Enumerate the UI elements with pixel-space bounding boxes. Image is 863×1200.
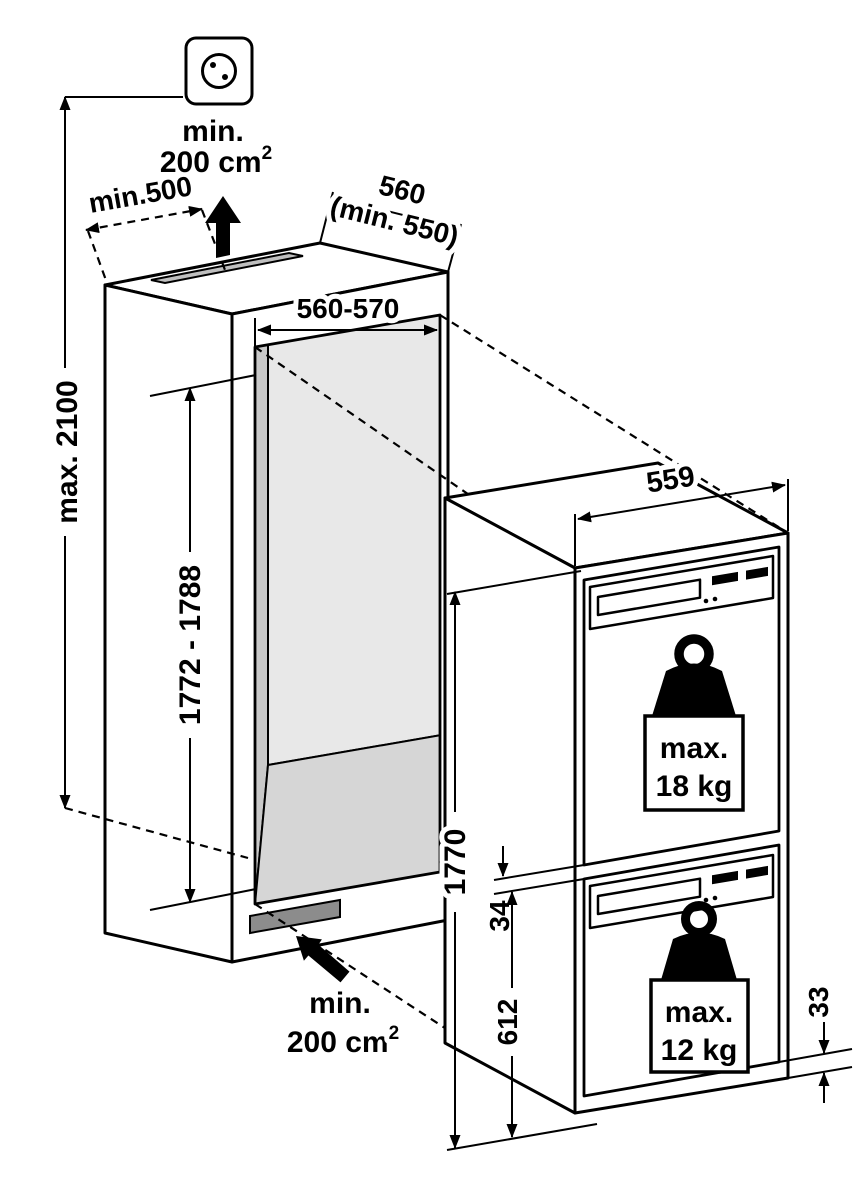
niche: [103, 196, 450, 964]
socket-icon: [201, 53, 237, 89]
base-vent-slot: [249, 898, 341, 935]
lower-handle-grip: [596, 877, 702, 916]
upper-vent-slot-icon: [712, 571, 738, 586]
weight-icon: [652, 663, 736, 716]
dimension-ceiling-height: max. 2100: [46, 96, 183, 809]
power-socket: [184, 36, 254, 106]
bottom-vent-area-value: 200 cm: [287, 1026, 389, 1059]
upper-door-handle-strip: [588, 554, 775, 631]
dimension-niche-width: 560-570: [254, 288, 441, 347]
upper-load-prefix: max.: [660, 732, 728, 765]
top-vent-slot: [150, 251, 304, 285]
dimension-niche-height: 1772 - 1788: [149, 374, 257, 911]
appliance-height-label: 1770: [439, 829, 472, 896]
upper-vent-slot-icon: [746, 566, 768, 580]
niche-left-face: [103, 283, 234, 964]
base-gap-label: 33: [803, 986, 834, 1017]
lower-load-value: 12 kg: [661, 1034, 738, 1067]
upper-dot-icon: [712, 596, 718, 602]
lower-dot-icon: [703, 897, 709, 903]
dimension-appliance-height: 1770: [434, 570, 598, 1151]
upper-handle-grip: [596, 578, 702, 617]
lower-door-handle-strip: [588, 853, 775, 930]
socket-pin-hole: [222, 74, 228, 80]
upper-door: [582, 545, 781, 867]
top-vent-area-value: 200 cm: [160, 146, 262, 179]
top-vent-area-exponent: 2: [262, 143, 273, 164]
lower-section-label: 612: [492, 999, 523, 1046]
bottom-vent-label: min. 200 cm2: [282, 936, 404, 1064]
bottom-vent-min: min.: [309, 987, 371, 1020]
niche-width-label: 560-570: [297, 293, 400, 324]
ceiling-height-reference-line: [64, 806, 249, 860]
upper-dot-icon: [703, 598, 709, 604]
door-gap-label: 34: [484, 900, 515, 932]
lower-dot-icon: [712, 895, 718, 901]
weight-icon: [661, 932, 737, 980]
top-vent-min: min.: [182, 115, 244, 148]
niche-height-label: 1772 - 1788: [174, 565, 207, 725]
lower-vent-slot-icon: [746, 865, 768, 879]
bottom-vent-area-exponent: 2: [389, 1023, 400, 1044]
ceiling-height-label: max. 2100: [51, 380, 84, 523]
airflow-bottom-arrow-icon: [296, 936, 350, 983]
lower-load-box: [649, 978, 750, 1074]
appliance: max. 18 kg max. 12 kg: [443, 461, 790, 1115]
dimension-base-gap: 33: [778, 981, 853, 1103]
dimension-lower-section: 612: [487, 891, 528, 1138]
top-vent-area: 200 cm2: [160, 143, 272, 179]
socket-pin-hole: [210, 62, 216, 68]
upper-door-load: max. 18 kg: [643, 634, 745, 812]
lower-vent-slot-icon: [712, 870, 738, 885]
upper-load-box: [643, 714, 745, 812]
bottom-vent-area: 200 cm2: [287, 1023, 399, 1059]
lower-door-load: max. 12 kg: [649, 901, 750, 1074]
airflow-up-arrow-icon: [205, 196, 241, 258]
lower-load-prefix: max.: [665, 996, 733, 1029]
upper-load-value: 18 kg: [656, 770, 733, 803]
top-vent-label: min. 200 cm2: [160, 115, 272, 179]
